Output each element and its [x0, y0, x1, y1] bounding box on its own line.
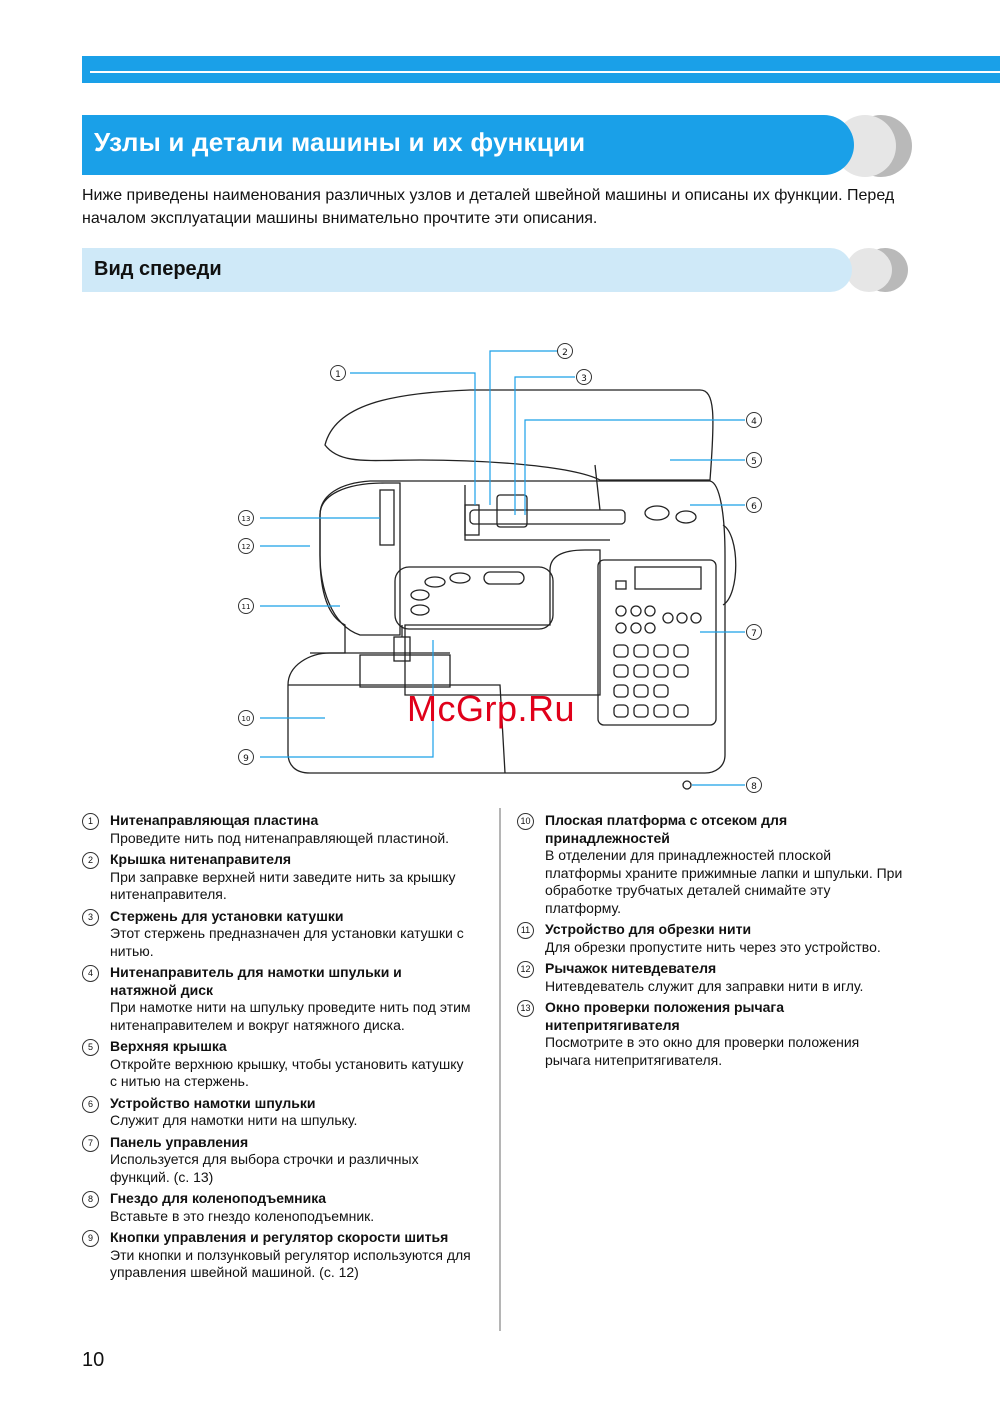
sewing-machine-diagram: 1 2 3 4 5 6 7 8 9 10 11 12 13	[238, 343, 762, 793]
knee-lifter-jack	[682, 780, 692, 790]
part-title: Кнопки управления и регулятор скорости ш…	[110, 1229, 449, 1245]
svg-text:2: 2	[562, 348, 568, 358]
part-description: Служит для намотки нити на шпульку.	[110, 1112, 358, 1128]
part-description: Этот стержень предназначен для установки…	[110, 925, 464, 959]
page-number: 10	[82, 1349, 105, 1371]
svg-text:10: 10	[242, 715, 251, 723]
parts-list-right: 10 Плоская платформа с отсеком для принад…	[517, 812, 907, 1073]
top-cover	[324, 389, 714, 481]
part-item: 13 Окно проверки положения рычага нитепри…	[517, 999, 907, 1069]
panel-buttons	[613, 605, 702, 718]
part-description: При заправке верхней нити заведите нить …	[110, 868, 456, 903]
column-divider	[499, 808, 501, 1331]
lcd-screen	[634, 566, 702, 590]
part-number-badge: 3	[82, 908, 99, 926]
part-item: 9 Кнопки управления и регулятор скорости …	[82, 1229, 472, 1282]
part-title: Нитенаправитель для намотки шпульки и на…	[110, 964, 402, 998]
svg-text:4: 4	[751, 417, 757, 427]
svg-text:3: 3	[581, 374, 587, 384]
top-color-bar	[82, 56, 1000, 83]
part-number-badge: 6	[82, 1095, 99, 1113]
page-title: Узлы и детали машины и их функции	[94, 127, 586, 157]
part-item: 4 Нитенаправитель для намотки шпульки и н…	[82, 964, 472, 1034]
svg-text:11: 11	[242, 603, 251, 611]
watermark: McGrp.Ru	[407, 688, 576, 729]
part-number-badge: 4	[82, 965, 99, 982]
machine-head	[319, 482, 401, 636]
part-description: Откройте верхнюю крышку, чтобы установит…	[110, 1055, 464, 1090]
part-number-badge: 10	[517, 813, 534, 830]
part-description: В отделении для принадлежностей плоской …	[545, 847, 903, 916]
part-number-badge: 5	[82, 1039, 99, 1056]
part-description: Используется для выбора строчки и различ…	[110, 1151, 419, 1185]
arm-opening	[404, 549, 601, 696]
part-number-badge: 1	[82, 813, 99, 830]
part-description: Проведите нить под нитенаправляющей плас…	[110, 829, 450, 846]
part-title: Гнездо для коленоподъемника	[110, 1190, 327, 1206]
svg-text:12: 12	[242, 543, 251, 551]
part-title: Окно проверки положения рычага нитепритя…	[545, 999, 785, 1033]
part-number-badge: 13	[517, 1000, 534, 1017]
svg-text:1: 1	[335, 370, 341, 380]
part-description: Нитевдеватель служит для заправки нити в…	[545, 977, 864, 994]
part-number-badge: 11	[517, 922, 534, 939]
part-number-badge: 2	[82, 852, 99, 869]
svg-text:9: 9	[243, 754, 249, 764]
part-title: Рычажок нитевдевателя	[545, 960, 717, 976]
part-item: 10 Плоская платформа с отсеком для принад…	[517, 812, 907, 917]
part-title: Устройство для обрезки нити	[545, 921, 752, 937]
section-title: Вид спереди	[94, 258, 222, 280]
svg-text:5: 5	[751, 457, 757, 467]
part-number-badge: 12	[517, 961, 534, 978]
part-description: При намотке нити на шпульку проведите ни…	[110, 999, 471, 1033]
part-description: Посмотрите в это окно для проверки полож…	[545, 1034, 860, 1068]
part-title: Стержень для установки катушки	[110, 907, 344, 924]
part-title: Верхняя крышка	[110, 1038, 227, 1054]
part-description: Для обрезки пропустите нить через это ус…	[545, 938, 881, 955]
part-title: Устройство намотки шпульки	[110, 1094, 316, 1111]
part-description: Вставьте в это гнездо коленоподъемник.	[110, 1207, 375, 1224]
section-title-band: Вид спереди	[82, 248, 852, 292]
part-title: Панель управления	[110, 1133, 249, 1150]
part-title: Нитенаправляющая пластина	[110, 812, 319, 828]
part-number-badge: 7	[82, 1134, 99, 1152]
machine-body	[287, 480, 726, 774]
part-number-badge: 9	[82, 1230, 99, 1247]
operation-buttons-area	[394, 566, 554, 630]
page-title-band: Узлы и детали машины и их функции	[82, 115, 854, 175]
part-title: Крышка нитенаправителя	[110, 851, 292, 867]
intro-paragraph: Ниже приведены наименования различных уз…	[82, 187, 895, 227]
svg-text:6: 6	[751, 502, 757, 512]
part-description: Эти кнопки и ползунковый регулятор испол…	[110, 1246, 471, 1281]
part-title: Плоская платформа с отсеком для принадле…	[545, 812, 788, 846]
svg-text:13: 13	[242, 515, 251, 523]
flat-bed	[288, 684, 506, 774]
control-panel	[597, 559, 717, 726]
svg-text:7: 7	[751, 629, 757, 639]
svg-text:8: 8	[751, 782, 757, 792]
part-number-badge: 8	[82, 1191, 99, 1208]
section-decoration-inner	[846, 248, 892, 292]
